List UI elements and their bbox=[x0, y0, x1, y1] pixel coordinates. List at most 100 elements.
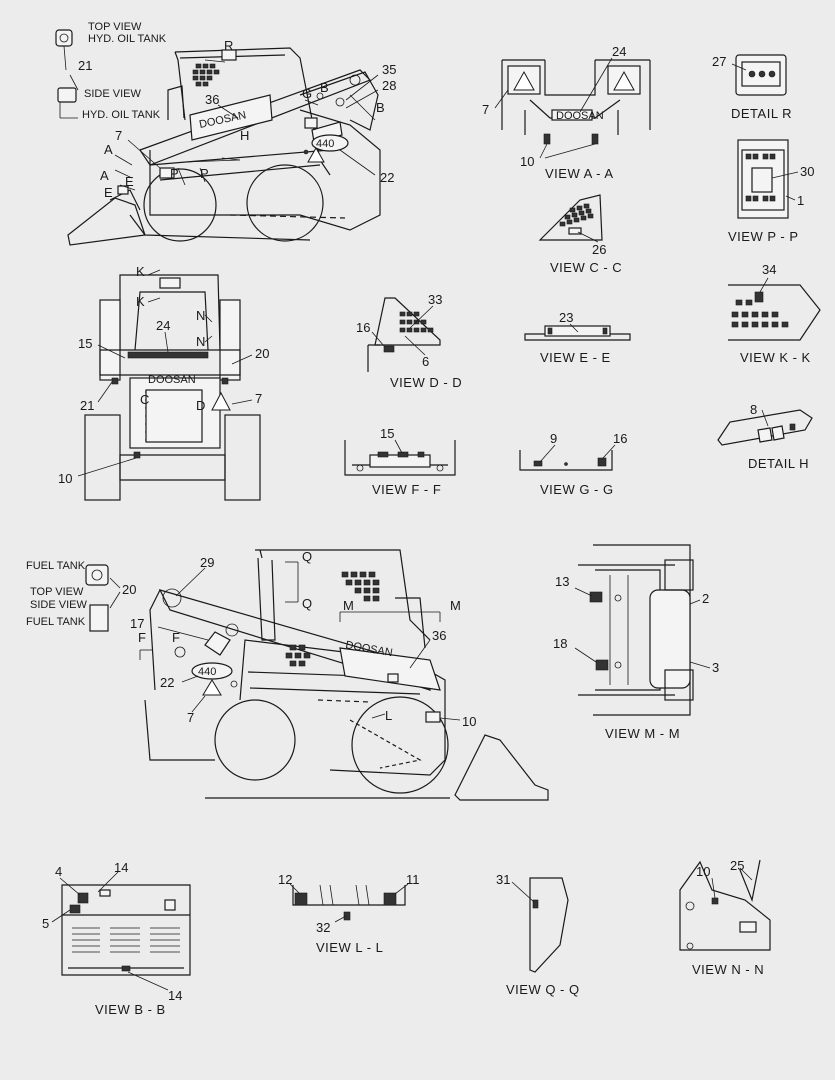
detail-h-drawing bbox=[717, 409, 813, 446]
top-view-hyd-label: TOP VIEW bbox=[88, 21, 142, 33]
detail-h-label: DETAIL H bbox=[748, 456, 809, 471]
section-f-2: F bbox=[172, 630, 180, 645]
view-c-c-drawing bbox=[538, 194, 603, 243]
callout-36-b: 36 bbox=[432, 628, 446, 643]
model-decal-440-a: 440 bbox=[316, 138, 334, 150]
brand-decal-b: DOOSAN bbox=[556, 110, 604, 122]
view-m-m-label: VIEW M - M bbox=[605, 726, 680, 741]
model-decal-440-b: 440 bbox=[198, 666, 216, 678]
callout-4: 4 bbox=[55, 864, 62, 879]
callout-15-b: 15 bbox=[380, 426, 394, 441]
view-b-b-drawing bbox=[51, 871, 191, 991]
callout-10-a: 10 bbox=[520, 154, 534, 169]
callout-1: 1 bbox=[797, 193, 804, 208]
hyd-oil-tank-label-2: HYD. OIL TANK bbox=[82, 109, 161, 121]
side-view-hyd-label: SIDE VIEW bbox=[84, 88, 141, 100]
section-m-2: M bbox=[450, 598, 461, 613]
view-c-c-label: VIEW C - C bbox=[550, 260, 622, 275]
section-e-2: E bbox=[104, 185, 113, 200]
view-f-f-label: VIEW F - F bbox=[372, 482, 441, 497]
callout-36: 36 bbox=[205, 92, 219, 107]
view-m-m-drawing bbox=[574, 544, 711, 716]
section-p-2: P bbox=[200, 166, 209, 181]
section-k-1: K bbox=[136, 264, 145, 279]
view-l-l-label: VIEW L - L bbox=[316, 940, 383, 955]
callout-7-b: 7 bbox=[482, 102, 489, 117]
section-n-1: N bbox=[196, 308, 205, 323]
section-n-2: N bbox=[196, 334, 205, 349]
top-view-fuel-label: TOP VIEW bbox=[30, 586, 84, 598]
section-c: C bbox=[140, 392, 149, 407]
view-q-q-drawing bbox=[511, 877, 569, 973]
section-l: L bbox=[385, 708, 392, 723]
view-d-d-drawing bbox=[367, 297, 441, 372]
callout-5: 5 bbox=[42, 916, 49, 931]
detail-r-label: DETAIL R bbox=[731, 106, 792, 121]
callout-10-b: 10 bbox=[58, 471, 72, 486]
callout-7-d: 7 bbox=[187, 710, 194, 725]
view-p-p-label: VIEW P - P bbox=[728, 229, 799, 244]
machine-front-view bbox=[77, 269, 261, 501]
callout-28: 28 bbox=[382, 78, 396, 93]
callout-23: 23 bbox=[559, 310, 573, 325]
view-e-e-label: VIEW E - E bbox=[540, 350, 611, 365]
callout-7-c: 7 bbox=[255, 391, 262, 406]
section-b-1: B bbox=[320, 80, 329, 95]
view-f-f-drawing bbox=[344, 439, 456, 476]
callout-11: 11 bbox=[406, 872, 420, 887]
view-q-q-label: VIEW Q - Q bbox=[506, 982, 580, 997]
view-k-k-drawing bbox=[728, 277, 821, 341]
view-p-p-drawing bbox=[737, 139, 799, 219]
callout-31: 31 bbox=[496, 872, 510, 887]
callout-10-c: 10 bbox=[462, 714, 476, 729]
callout-32: 32 bbox=[316, 920, 330, 935]
side-view-fuel-label: SIDE VIEW bbox=[30, 599, 87, 611]
section-h: H bbox=[240, 128, 249, 143]
section-q-1: Q bbox=[302, 549, 312, 564]
view-l-l-drawing bbox=[289, 883, 409, 923]
callout-14-a: 14 bbox=[114, 860, 128, 875]
callout-17: 17 bbox=[130, 616, 144, 631]
section-a-2: A bbox=[100, 168, 109, 183]
callout-2: 2 bbox=[702, 591, 709, 606]
view-d-d-label: VIEW D - D bbox=[390, 375, 462, 390]
section-q-2: Q bbox=[302, 596, 312, 611]
callout-16-a: 16 bbox=[356, 320, 370, 335]
section-g: G bbox=[302, 86, 312, 101]
view-n-n-drawing bbox=[679, 859, 771, 951]
callout-7: 7 bbox=[115, 128, 122, 143]
callout-13: 13 bbox=[555, 574, 569, 589]
callout-8: 8 bbox=[750, 402, 757, 417]
callout-24-a: 24 bbox=[612, 44, 626, 59]
view-b-b-label: VIEW B - B bbox=[95, 1002, 166, 1017]
machine-side-view-bottom bbox=[85, 549, 549, 801]
section-a-1: A bbox=[104, 142, 113, 157]
callout-22-b: 22 bbox=[160, 675, 174, 690]
callout-30: 30 bbox=[800, 164, 814, 179]
section-e-1: E bbox=[125, 174, 134, 189]
brand-decal-c: DOOSAN bbox=[148, 374, 196, 386]
section-m-1: M bbox=[343, 598, 354, 613]
callout-12: 12 bbox=[278, 872, 292, 887]
callout-20-a: 20 bbox=[255, 346, 269, 361]
view-e-e-drawing bbox=[524, 323, 631, 341]
callout-34: 34 bbox=[762, 262, 776, 277]
fuel-tank-label-1: FUEL TANK bbox=[26, 560, 86, 572]
callout-24-b: 24 bbox=[156, 318, 170, 333]
callout-16-b: 16 bbox=[613, 431, 627, 446]
callout-35: 35 bbox=[382, 62, 396, 77]
callout-25: 25 bbox=[730, 858, 744, 873]
fuel-tank-label-2: FUEL TANK bbox=[26, 616, 86, 628]
hyd-oil-tank-label-1: HYD. OIL TANK bbox=[88, 33, 167, 45]
callout-21: 21 bbox=[78, 58, 92, 73]
section-b-2: B bbox=[376, 100, 385, 115]
callout-22: 22 bbox=[380, 170, 394, 185]
callout-9: 9 bbox=[550, 431, 557, 446]
callout-15-a: 15 bbox=[78, 336, 92, 351]
section-f-1: F bbox=[138, 630, 146, 645]
callout-18: 18 bbox=[553, 636, 567, 651]
view-a-a-drawing bbox=[494, 57, 651, 159]
callout-20-b: 20 bbox=[122, 582, 136, 597]
callout-21-b: 21 bbox=[80, 398, 94, 413]
